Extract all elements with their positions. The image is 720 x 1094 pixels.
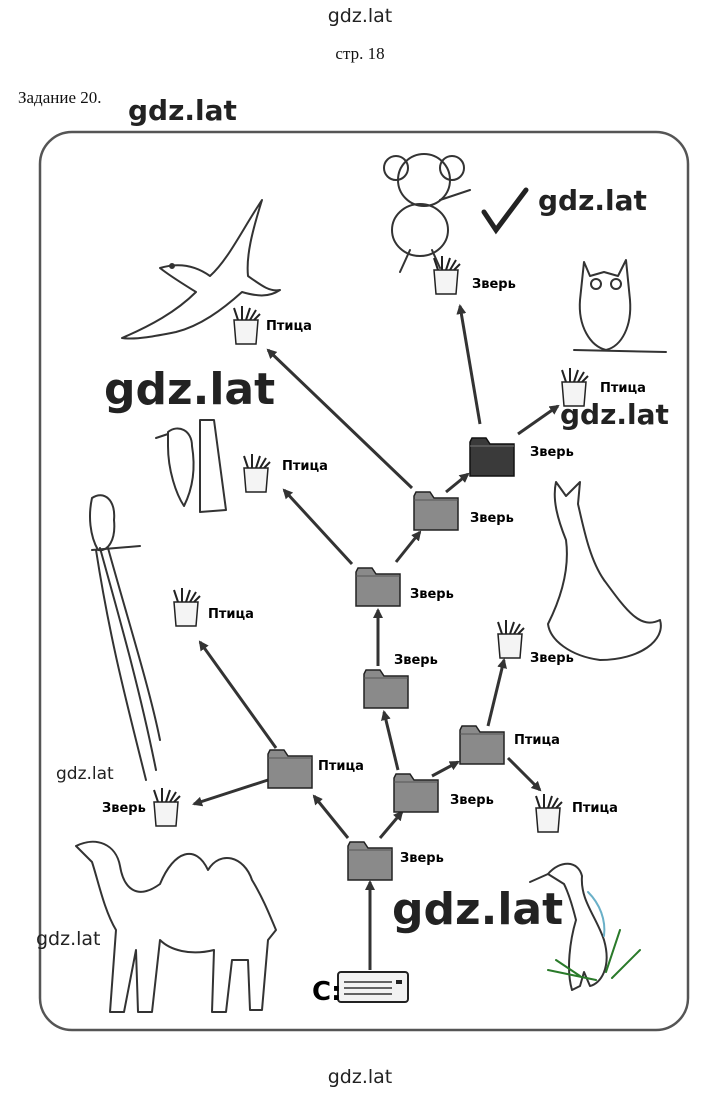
arrow-to-bird-file-4 — [266, 348, 414, 490]
arrow-to-bird-folder-2 — [431, 760, 460, 778]
watermark-bottom: gdz.lat — [327, 1066, 393, 1088]
file-label: Зверь — [102, 801, 146, 816]
folder-label: Зверь — [450, 793, 494, 808]
arrow-to-bird-file — [198, 640, 278, 749]
folder-6[interactable] — [355, 567, 401, 607]
watermark: gdz.lat — [128, 94, 237, 127]
heron-illustration — [529, 862, 641, 991]
watermark: gdz.lat — [104, 364, 276, 415]
arrow-to-bird-file-2 — [506, 756, 542, 792]
folder-label: Зверь — [410, 587, 454, 602]
file-4[interactable] — [153, 787, 181, 827]
file-5[interactable] — [497, 619, 525, 659]
file-1[interactable] — [233, 305, 261, 345]
file-6[interactable] — [535, 793, 563, 833]
arrow-to-bird-folder — [312, 794, 350, 839]
arrow-to-bird-file-5 — [517, 404, 560, 436]
watermark: gdz.lat — [560, 398, 669, 431]
figure-frame — [38, 130, 690, 1032]
owl-illustration — [573, 259, 667, 353]
file-label: Птица — [600, 381, 646, 396]
folder-label: Птица — [318, 759, 364, 774]
checkmark-icon — [481, 187, 529, 235]
koala-illustration — [383, 153, 471, 273]
camel-illustration — [75, 840, 277, 1013]
watermark: gdz.lat — [538, 184, 647, 217]
folder-5[interactable] — [363, 669, 409, 709]
folder-label: Зверь — [394, 653, 438, 668]
file-label: Птица — [572, 801, 618, 816]
watermark: gdz.lat — [392, 884, 564, 935]
folder-4[interactable] — [459, 725, 505, 765]
kangaroo-illustration — [547, 481, 662, 661]
drive-icon[interactable] — [337, 971, 409, 1003]
quetzal-illustration — [89, 494, 161, 781]
file-label: Птица — [282, 459, 328, 474]
arrow-to-bird-file-3 — [282, 488, 354, 566]
arrow-to-beast-folder-5 — [445, 472, 470, 494]
watermark: gdz.lat — [36, 928, 101, 950]
file-label: Зверь — [530, 651, 574, 666]
folder-8[interactable] — [469, 437, 515, 477]
folder-label: Птица — [514, 733, 560, 748]
folder-2[interactable] — [267, 749, 313, 789]
arrow-to-beast-folder-4 — [394, 530, 422, 563]
arrow-to-beast-file-2 — [486, 658, 507, 727]
folder-label: Зверь — [470, 511, 514, 526]
drive-label: C: — [312, 977, 341, 1007]
arrow-to-beast-folder-2 — [381, 710, 400, 771]
eagle-illustration — [121, 199, 281, 340]
woodpecker-illustration — [155, 419, 227, 513]
arrow-to-beast-file — [192, 778, 269, 807]
file-2[interactable] — [243, 453, 271, 493]
file-3[interactable] — [173, 587, 201, 627]
file-label: Птица — [266, 319, 312, 334]
page-number: стр. 18 — [335, 44, 385, 63]
file-label: Птица — [208, 607, 254, 622]
folder-3[interactable] — [393, 773, 439, 813]
file-label: Зверь — [472, 277, 516, 292]
watermark-top: gdz.lat — [327, 5, 393, 27]
folder-label: Зверь — [400, 851, 444, 866]
watermark: gdz.lat — [56, 764, 114, 784]
task-label: Задание 20. — [18, 88, 102, 107]
arrow-to-beast-folder — [378, 810, 404, 839]
folder-1[interactable] — [347, 841, 393, 881]
folder-label: Зверь — [530, 445, 574, 460]
arrow-to-beast-file-3 — [456, 304, 482, 425]
tree-arrows — [192, 304, 560, 970]
folder-7[interactable] — [413, 491, 459, 531]
